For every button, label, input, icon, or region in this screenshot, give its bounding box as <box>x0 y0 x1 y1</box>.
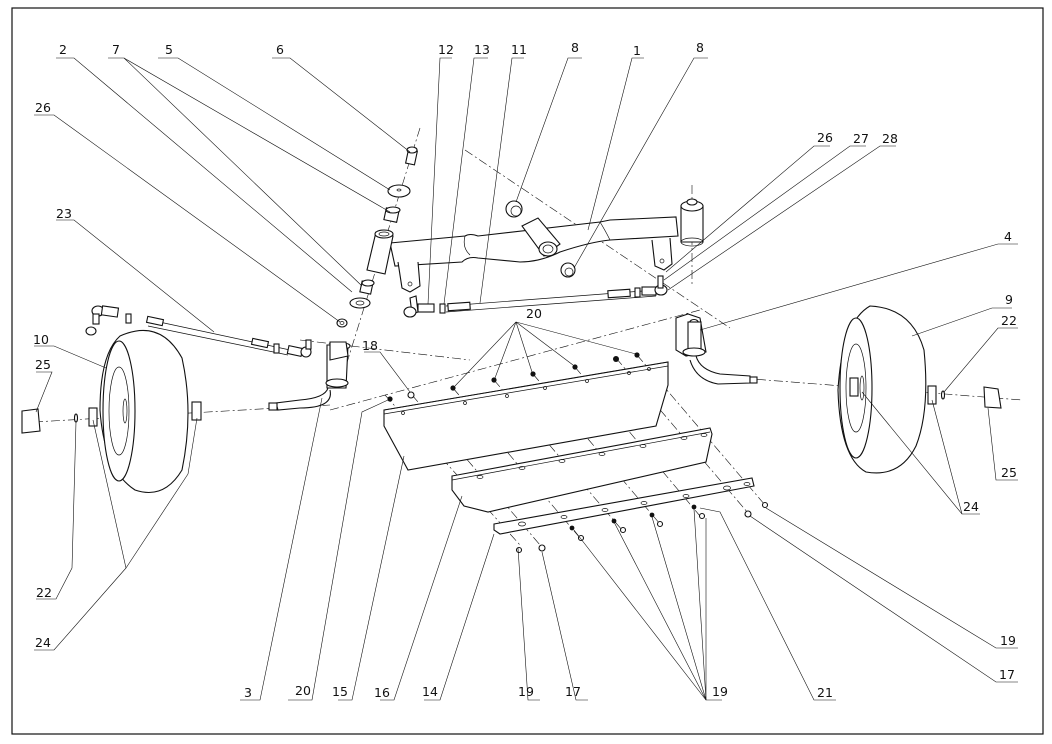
left-spindle <box>268 341 351 411</box>
label-part-23: 23 <box>56 206 72 221</box>
label-part-8a: 8 <box>571 40 579 55</box>
label-part-15: 15 <box>332 684 348 699</box>
skid-plate-upper <box>383 361 669 471</box>
label-part-26a: 26 <box>35 100 51 115</box>
left-kingpin-hardware <box>336 146 418 328</box>
label-part-14: 14 <box>422 684 438 699</box>
label-part-19b: 19 <box>1000 633 1016 648</box>
label-part-5: 5 <box>165 42 173 57</box>
label-part-20b: 20 <box>295 683 311 698</box>
label-part-16: 16 <box>374 685 390 700</box>
label-part-28: 28 <box>882 131 898 146</box>
label-part-11: 11 <box>511 42 527 57</box>
left-wheel <box>21 329 202 494</box>
label-part-19a: 19 <box>518 684 534 699</box>
label-part-17a: 17 <box>565 684 581 699</box>
bolts-upper <box>387 352 640 402</box>
label-part-19c: 19 <box>712 684 728 699</box>
drawing-frame <box>11 7 1044 735</box>
leader-lines <box>34 57 1018 701</box>
label-part-2: 2 <box>59 42 67 57</box>
label-part-12: 12 <box>438 42 454 57</box>
label-part-13: 13 <box>474 42 490 57</box>
label-part-4: 4 <box>1004 229 1012 244</box>
right-wheel <box>837 305 1002 474</box>
label-part-24b: 24 <box>963 499 979 514</box>
label-part-6: 6 <box>276 42 284 57</box>
drag-link <box>85 305 312 358</box>
label-part-10: 10 <box>33 332 49 347</box>
nuts-lower <box>515 501 769 554</box>
skid-plate-middle <box>451 427 713 513</box>
label-part-1: 1 <box>633 43 641 58</box>
label-part-22a: 22 <box>1001 313 1017 328</box>
label-part-24a: 24 <box>35 635 51 650</box>
label-part-21: 21 <box>817 685 833 700</box>
axle-beam <box>366 198 704 293</box>
pivot-bushings <box>505 200 576 278</box>
label-part-18: 18 <box>362 338 378 353</box>
label-part-9: 9 <box>1005 292 1013 307</box>
label-part-7: 7 <box>112 42 120 57</box>
label-part-17b: 17 <box>999 667 1015 682</box>
part-number-labels: 2 7 5 6 12 13 11 8 1 8 26 26 27 28 23 4 … <box>33 40 1017 700</box>
label-part-25a: 25 <box>35 357 51 372</box>
label-part-25b: 25 <box>1001 465 1017 480</box>
tie-rod <box>403 275 668 318</box>
label-part-3: 3 <box>244 685 252 700</box>
label-part-27: 27 <box>853 131 869 146</box>
label-part-8b: 8 <box>696 40 704 55</box>
skid-strip-lower <box>493 477 755 535</box>
label-part-22b: 22 <box>36 585 52 600</box>
right-spindle <box>675 313 758 385</box>
label-part-20a: 20 <box>526 306 542 321</box>
label-part-26b: 26 <box>817 130 833 145</box>
